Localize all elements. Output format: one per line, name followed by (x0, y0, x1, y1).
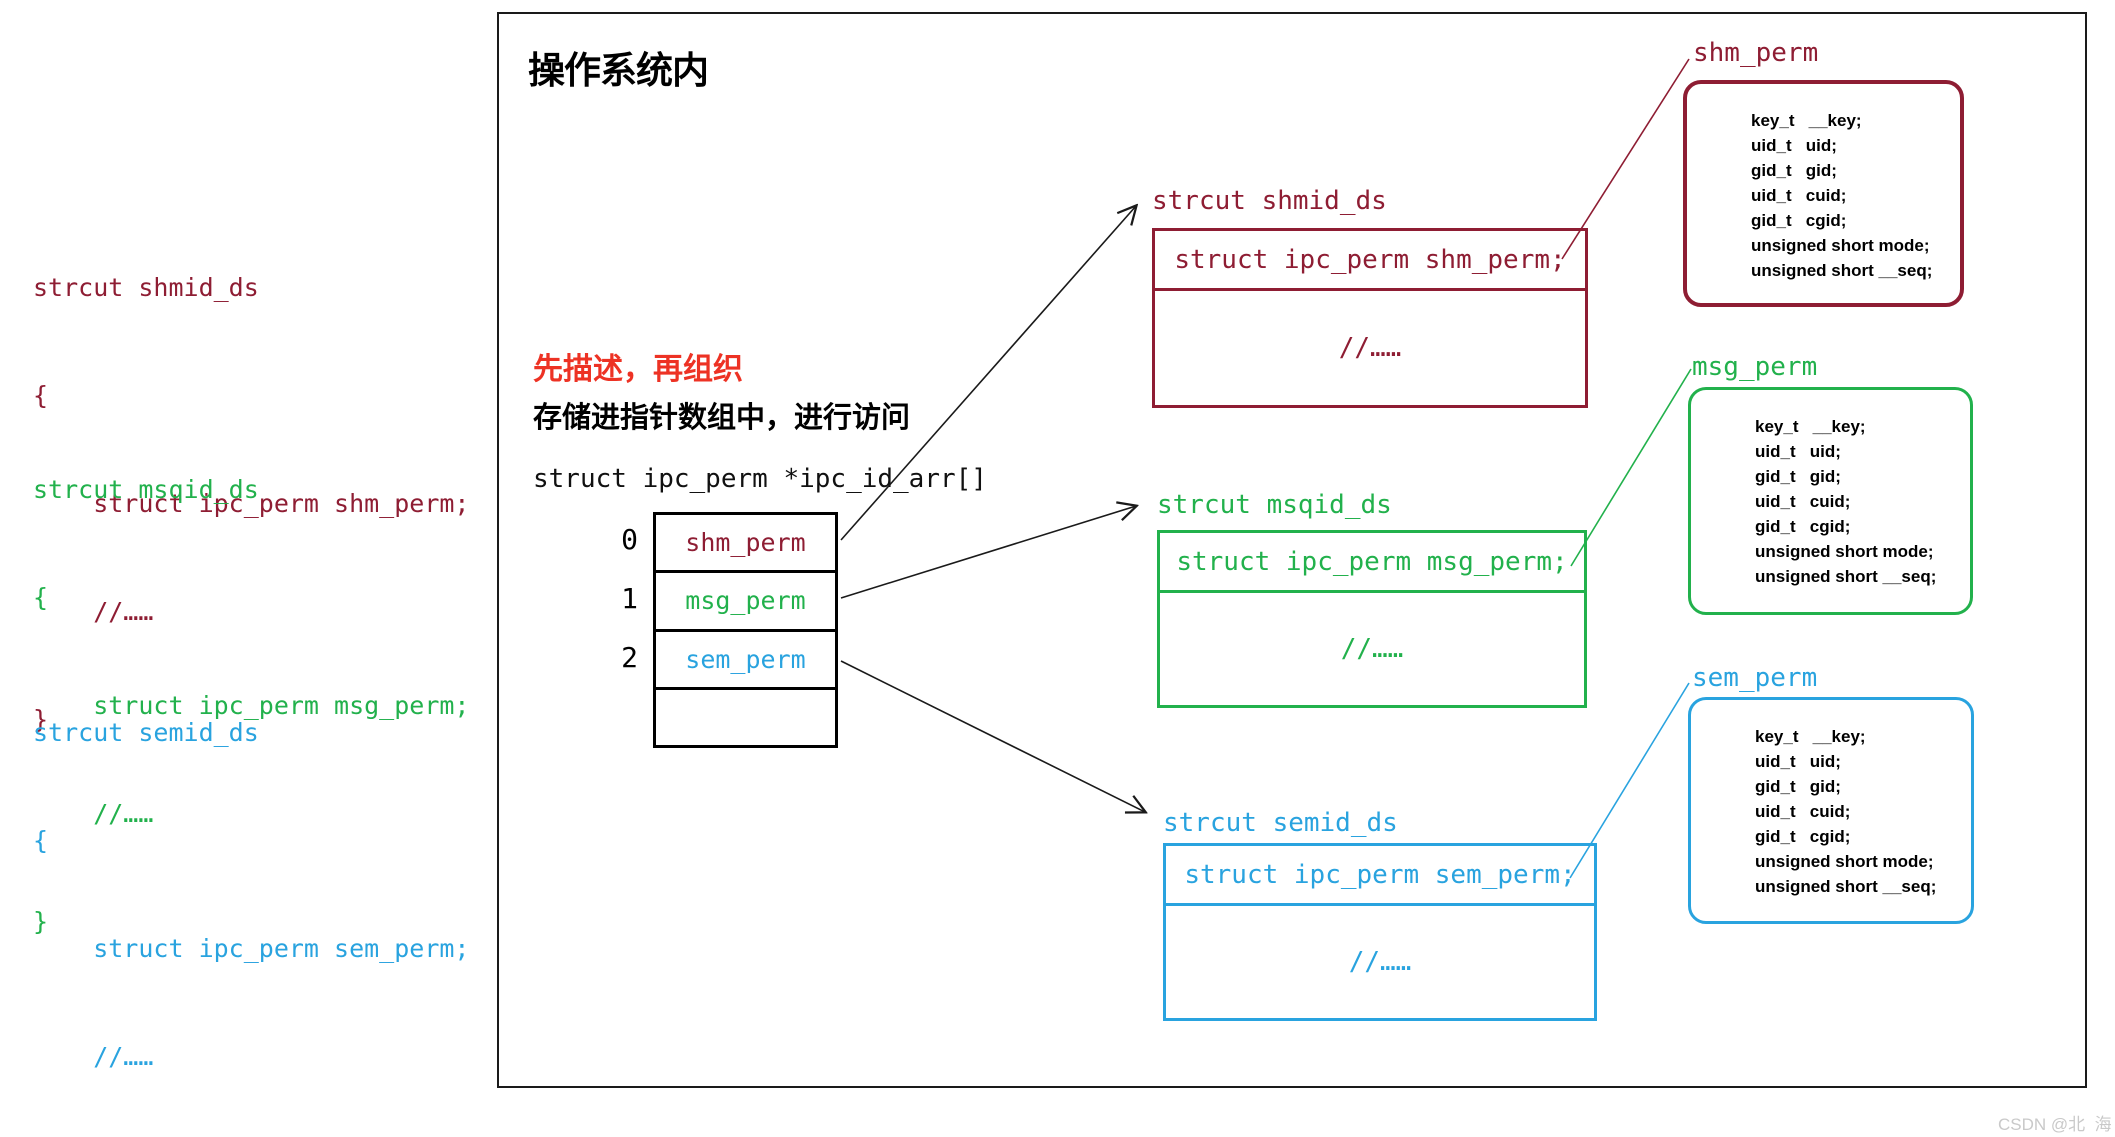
semid-ds-comment: //…… (1348, 947, 1412, 977)
code-line: strcut semid_ds (33, 718, 259, 747)
code-line: strcut shmid_ds (33, 273, 259, 302)
ipc-pointer-array: shm_perm msg_perm sem_perm (653, 512, 838, 748)
shm-perm-box: key_t __key; uid_t uid; gid_t gid; uid_t… (1683, 80, 1964, 307)
semid-ds-box-title: strcut semid_ds (1163, 808, 1398, 838)
perm-field: uid_t cuid; (1755, 802, 1851, 821)
perm-field: gid_t gid; (1755, 467, 1841, 486)
perm-field: gid_t cgid; (1755, 517, 1851, 536)
os-boundary-box (497, 12, 2087, 1088)
shmid-ds-member: struct ipc_perm shm_perm; (1155, 231, 1585, 291)
shm-perm-box-title: shm_perm (1693, 38, 1819, 68)
shmid-ds-comment: //…… (1338, 333, 1402, 363)
sem-perm-box: key_t __key; uid_t uid; gid_t gid; uid_t… (1688, 697, 1974, 924)
msg-perm-box: key_t __key; uid_t uid; gid_t gid; uid_t… (1688, 387, 1973, 615)
shmid-ds-box-title: strcut shmid_ds (1152, 186, 1387, 216)
os-box-title: 操作系统内 (528, 50, 709, 91)
code-line: //…… (33, 799, 154, 828)
semid-ds-member: struct ipc_perm sem_perm; (1166, 846, 1594, 906)
code-block-shmid-ds: strcut shmid_ds { struct ipc_perm shm_pe… (33, 198, 470, 810)
array-cell-empty (656, 686, 835, 745)
code-line: //…… (33, 597, 154, 626)
pointer-array-declaration: struct ipc_perm *ipc_id_arr[] (533, 464, 987, 494)
array-index-1: 1 (621, 582, 638, 615)
array-cell-sem-perm: sem_perm (656, 628, 835, 687)
perm-field: unsigned short __seq; (1751, 261, 1933, 280)
code-line: //…… (33, 1042, 154, 1071)
perm-field: key_t __key; (1755, 727, 1866, 746)
msg-perm-box-title: msg_perm (1692, 352, 1818, 382)
msqid-ds-box-title: strcut msqid_ds (1157, 490, 1392, 520)
code-line: { (33, 583, 49, 612)
perm-field: unsigned short __seq; (1755, 877, 1937, 896)
perm-field: uid_t uid; (1755, 442, 1841, 461)
perm-field: unsigned short mode; (1755, 852, 1934, 871)
perm-field: uid_t cuid; (1751, 186, 1847, 205)
msqid-ds-member: struct ipc_perm msg_perm; (1160, 533, 1584, 593)
perm-field: unsigned short mode; (1751, 236, 1930, 255)
code-line: struct ipc_perm sem_perm; (33, 934, 470, 963)
perm-field: gid_t cgid; (1755, 827, 1851, 846)
code-line: strcut msqid_ds (33, 475, 259, 504)
perm-field: uid_t uid; (1751, 136, 1837, 155)
code-line: struct ipc_perm shm_perm; (33, 489, 470, 518)
code-line: struct ipc_perm msg_perm; (33, 691, 470, 720)
sem-perm-box-title: sem_perm (1692, 663, 1818, 693)
array-index-2: 2 (621, 641, 638, 674)
code-block-msqid-ds: strcut msqid_ds { struct ipc_perm msg_pe… (33, 400, 470, 1012)
perm-field: uid_t uid; (1755, 752, 1841, 771)
note-store-in-pointer-array: 存储进指针数组中，进行访问 (533, 402, 911, 434)
code-line: { (33, 381, 49, 410)
note-describe-then-organize: 先描述，再组织 (533, 353, 743, 386)
array-cell-shm-perm: shm_perm (685, 528, 806, 558)
perm-field: gid_t cgid; (1751, 211, 1847, 230)
csdn-watermark: CSDN @北 海 (1998, 1115, 2112, 1134)
perm-field: gid_t gid; (1755, 777, 1841, 796)
perm-field: gid_t gid; (1751, 161, 1837, 180)
code-block-semid-ds: strcut semid_ds { struct ipc_perm sem_pe… (33, 643, 470, 1137)
shmid-ds-box: struct ipc_perm shm_perm; //…… (1152, 228, 1588, 408)
perm-field: key_t __key; (1755, 417, 1866, 436)
array-cell-msg-perm: msg_perm (656, 570, 835, 628)
code-line: { (33, 826, 49, 855)
perm-field: uid_t cuid; (1755, 492, 1851, 511)
msqid-ds-comment: //…… (1340, 634, 1404, 664)
code-line: } (33, 705, 49, 734)
semid-ds-box: struct ipc_perm sem_perm; //…… (1163, 843, 1597, 1021)
code-line: } (33, 907, 49, 936)
perm-field: key_t __key; (1751, 111, 1862, 130)
perm-field: unsigned short __seq; (1755, 567, 1937, 586)
array-index-0: 0 (621, 523, 638, 556)
msqid-ds-box: struct ipc_perm msg_perm; //…… (1157, 530, 1587, 708)
perm-field: unsigned short mode; (1755, 542, 1934, 561)
